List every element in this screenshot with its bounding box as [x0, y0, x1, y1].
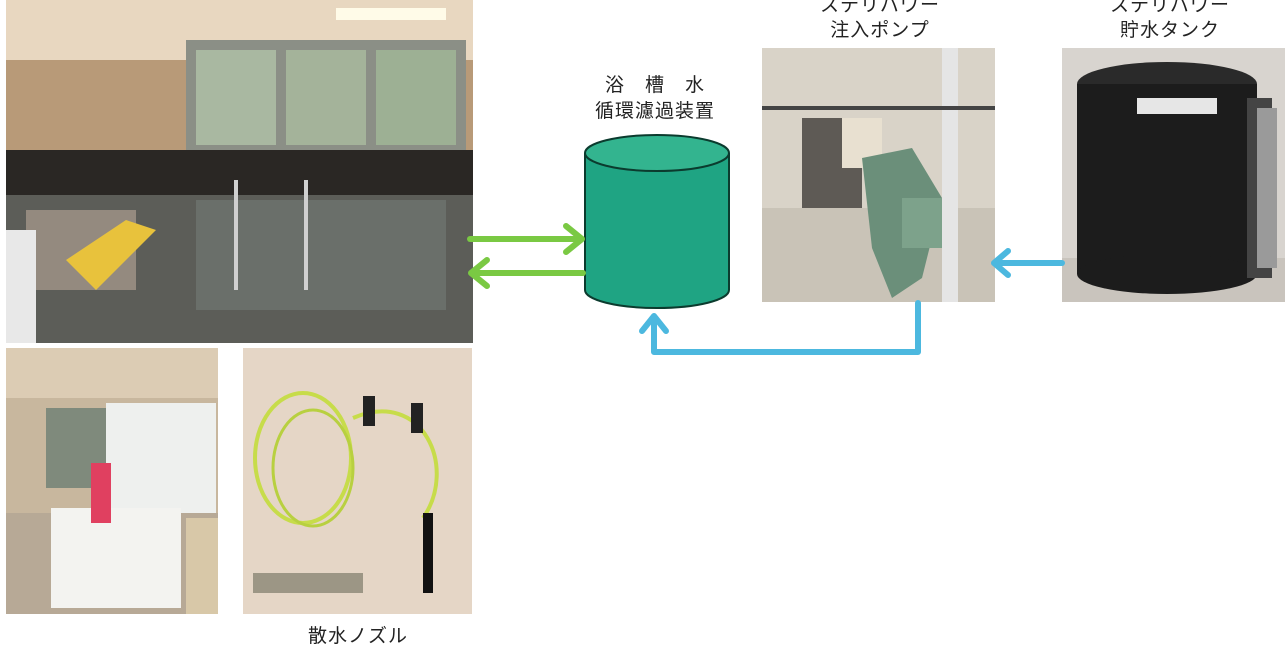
tank-label-line2: 貯水タンク	[1119, 19, 1220, 41]
pump-label-line2: 注入ポンプ	[830, 19, 930, 41]
green-arrow-to-bath	[468, 257, 586, 289]
green-arrow-to-filter	[467, 223, 585, 255]
blue-arrow-tank-to-pump	[991, 248, 1065, 278]
filter-tank-shape	[584, 134, 730, 309]
spray-nozzle-photo	[243, 348, 472, 614]
large-bath-photo	[6, 0, 473, 343]
filter-label-line2: 循環濾過装置	[594, 100, 715, 122]
storage-tank-photo	[1062, 48, 1285, 302]
small-bath-photo	[6, 348, 218, 614]
filter-label-line1: 浴 槽 水	[604, 74, 705, 96]
nozzle-label: 散水ノズル	[307, 625, 408, 647]
blue-arrow-pump-to-filter	[639, 300, 921, 355]
injection-pump-photo	[762, 48, 995, 302]
tank-label-line1: ステリパワー	[1109, 0, 1230, 16]
pump-label-line1: ステリパワー	[819, 0, 940, 16]
